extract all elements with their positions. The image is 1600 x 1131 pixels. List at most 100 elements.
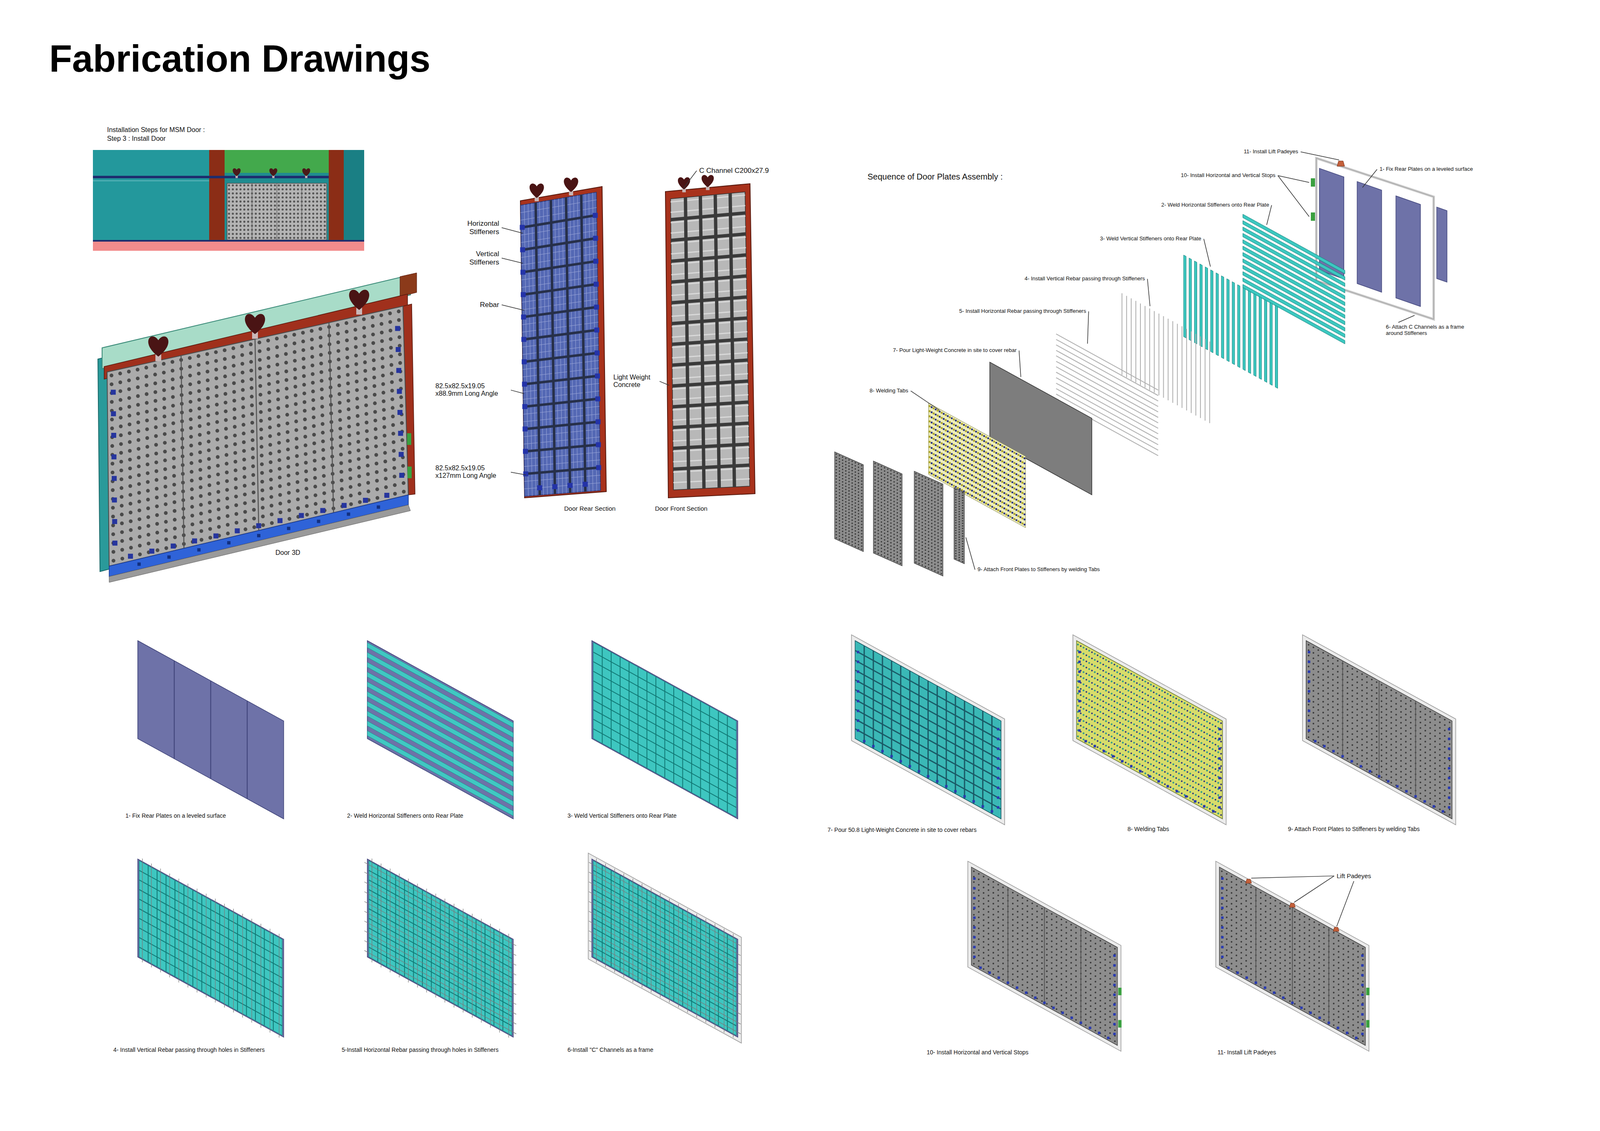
concrete-shade xyxy=(670,195,750,483)
rear-plate xyxy=(520,192,601,497)
welding-tab xyxy=(1078,650,1221,813)
horizontal-stiffener xyxy=(367,721,514,807)
vertical-stiffener xyxy=(1259,296,1262,380)
step-view xyxy=(137,640,284,820)
step-label: 4- Install Vertical Rebar passing throug… xyxy=(1024,275,1145,283)
perforation xyxy=(972,870,1116,1043)
perforation xyxy=(1307,644,1451,816)
perforation xyxy=(835,453,863,551)
step-label: 10- Install Horizontal and Vertical Stop… xyxy=(1180,172,1276,179)
vertical-stiffener xyxy=(1226,278,1230,362)
vertical-stiffener xyxy=(1232,281,1235,365)
sheet-title: Fabrication Drawings xyxy=(49,38,431,80)
vertical-stiffener xyxy=(1200,264,1203,348)
horizontal-stiffener xyxy=(670,212,750,470)
leader-line xyxy=(659,381,670,386)
step-caption: 9- Attach Front Plates to Stiffeners by … xyxy=(1287,825,1420,833)
horizontal-stiffener xyxy=(367,711,514,797)
rear-plate xyxy=(1395,195,1421,307)
padeye xyxy=(148,336,169,357)
step-view xyxy=(1215,861,1370,1052)
part-label: Horizontal Stiffeners xyxy=(457,219,500,236)
leader-line xyxy=(1398,315,1415,323)
vertical-stop xyxy=(1366,1020,1370,1028)
vertical-rebar xyxy=(372,858,509,1038)
step-view xyxy=(1072,635,1227,825)
door-rear-section xyxy=(520,177,607,498)
step-caption: 10- Install Horizontal and Vertical Stop… xyxy=(926,1049,1029,1056)
vertical-stiffener xyxy=(1215,272,1219,356)
vertical-rebar xyxy=(1122,293,1210,424)
perforation xyxy=(874,462,902,565)
c-channel-frame xyxy=(1316,158,1434,320)
plate-joint xyxy=(174,660,248,799)
front-plate xyxy=(834,452,864,552)
vertical-rebar xyxy=(142,858,280,1038)
vertical-stiffener xyxy=(1270,302,1273,386)
light-weight-concrete xyxy=(670,192,750,490)
leader-line xyxy=(1087,311,1089,344)
leader-line xyxy=(501,258,523,264)
vertical-stiffener xyxy=(1248,290,1251,374)
leader-line xyxy=(501,227,523,234)
dimension-label: 82.5x82.5x19.05 x88.9mm Long Angle xyxy=(435,382,509,398)
welding-tab xyxy=(110,326,405,560)
perforation xyxy=(915,472,943,575)
perforation xyxy=(1220,870,1364,1043)
step-label: 2- Weld Horizontal Stiffeners onto Rear … xyxy=(1161,202,1270,209)
welding-tab xyxy=(973,877,1116,1040)
view-title: Door Front Section xyxy=(655,505,708,513)
leader-line xyxy=(501,305,525,311)
stop-bolt xyxy=(137,505,380,566)
plate-joint xyxy=(252,183,303,240)
front-plate xyxy=(1219,867,1366,1046)
step-view xyxy=(591,640,738,820)
door-front-section xyxy=(665,175,755,498)
vertical-stiffener xyxy=(1194,261,1198,345)
leader-line xyxy=(965,537,975,570)
vertical-stiffener xyxy=(1264,299,1268,383)
beam-end xyxy=(400,272,417,297)
door-panel xyxy=(227,183,327,240)
vertical-stiffener xyxy=(1221,275,1224,359)
step-caption: 7- Pour 50.8 Light-Weight Concrete in si… xyxy=(827,826,977,834)
leader-line xyxy=(1362,169,1378,188)
vertical-stop xyxy=(407,433,412,445)
rebar xyxy=(520,200,601,490)
part-label: C Channel C200x27.9 xyxy=(699,166,769,175)
c-channel-frame xyxy=(665,183,755,498)
c-channel-frame xyxy=(851,635,1005,825)
vertical-stiffener xyxy=(1183,255,1187,338)
leader-line xyxy=(1203,238,1211,267)
horizontal-stiffener xyxy=(1242,284,1345,345)
front-plate xyxy=(107,306,409,567)
vertical-stop xyxy=(1118,1020,1122,1028)
horizontal-stiffener xyxy=(1242,271,1345,332)
step-view xyxy=(137,858,284,1038)
lift-padeye xyxy=(1333,927,1340,932)
c-channel-frame xyxy=(1072,635,1227,825)
step-caption: 4- Install Vertical Rebar passing throug… xyxy=(113,1046,265,1054)
step-view xyxy=(588,853,742,1044)
step-label: 9- Attach Front Plates to Stiffeners by … xyxy=(977,566,1100,573)
rear-plate xyxy=(591,640,738,820)
vertical-stiffener xyxy=(1205,267,1208,350)
step-caption: 1- Fix Rear Plates on a leveled surface xyxy=(125,812,226,820)
vertical-rebar xyxy=(596,858,733,1038)
rear-plate xyxy=(367,640,514,820)
vertical-stop xyxy=(1366,987,1370,996)
vertical-stop xyxy=(1118,987,1122,996)
door-rail xyxy=(92,180,210,182)
front-plate xyxy=(1306,640,1453,820)
vertical-stiffener xyxy=(1275,305,1278,389)
leader-line xyxy=(1277,175,1310,217)
plate-joint xyxy=(1342,660,1416,799)
step-caption: 6-Install "C" Channels as a frame xyxy=(567,1046,654,1054)
rear-plate xyxy=(137,640,284,820)
step-label: 11- Install Lift Padeyes xyxy=(1243,148,1299,155)
part-label: Lift Padeyes xyxy=(1336,872,1372,880)
welding-tab xyxy=(1221,877,1364,1040)
plate-joint xyxy=(1007,887,1081,1026)
step-caption: 11- Install Lift Padeyes xyxy=(1217,1049,1277,1056)
